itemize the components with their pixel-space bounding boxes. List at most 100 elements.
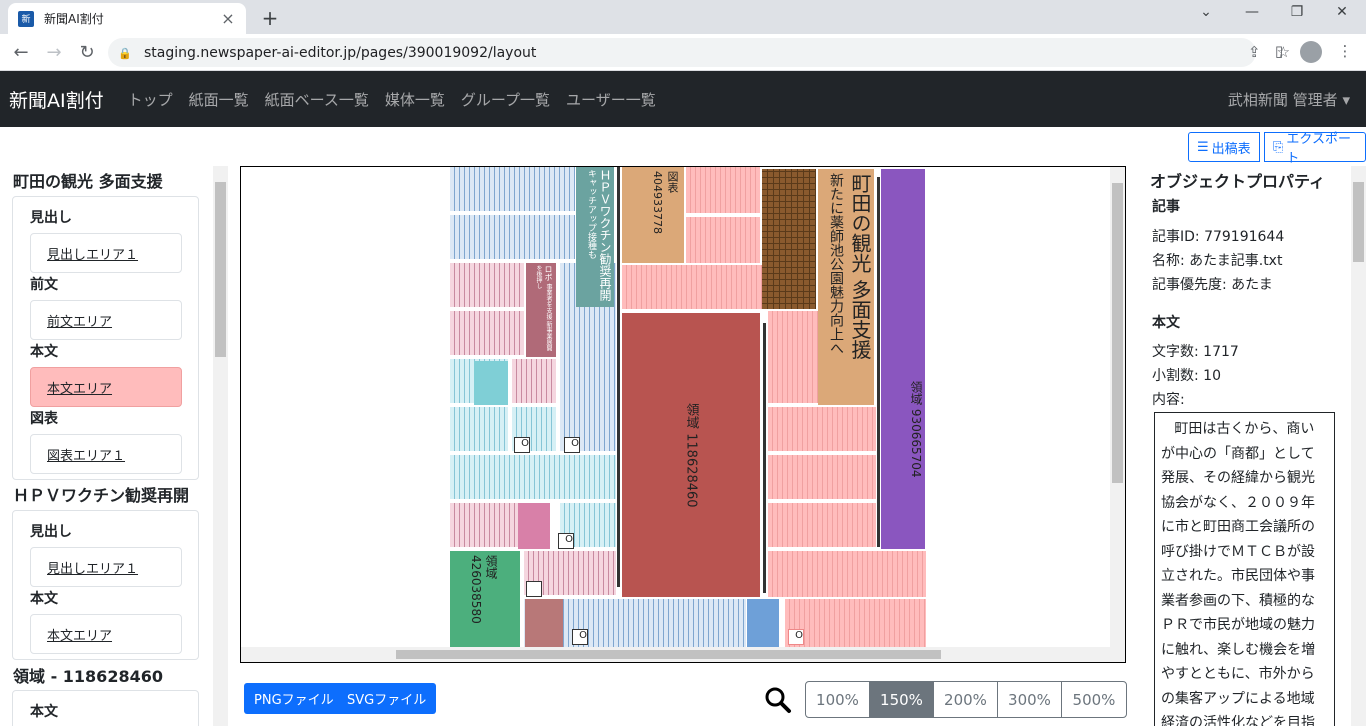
text-block[interactable] [768,407,876,451]
bookmark-star-icon[interactable]: ☆ [1276,43,1307,61]
section-label: 本文 [30,591,58,607]
region-purple[interactable]: 領域 930665704 [881,169,925,549]
group-card: 見出し 見出しエリア１ 本文 本文エリア [12,510,199,660]
group-card: 見出し 見出しエリア１ 前文 前文エリア 本文 本文エリア 図表 図表エリア１ [12,196,199,480]
photo-block[interactable] [762,169,816,309]
forward-icon[interactable]: → [46,42,62,63]
marker-box[interactable]: O [564,437,580,453]
photo-block[interactable] [518,503,550,549]
content-text[interactable]: 町田は古くから、商いが中心の「商都」として発展、その経緯から観光協会がなく、２０… [1154,412,1335,726]
list-icon: ☰ [1197,139,1209,155]
reload-icon[interactable]: ↻ [79,42,95,63]
marker-box[interactable]: O [514,437,530,453]
report-button[interactable]: ☰出稿表 [1188,132,1260,162]
area-button[interactable]: 本文エリア [30,614,182,654]
text-block[interactable] [450,407,508,451]
text-block[interactable] [768,551,926,597]
region-green[interactable]: 領域 426038580 [450,551,520,647]
url-field[interactable]: 🔒 staging.newspaper-ai-editor.jp/pages/3… [108,38,1290,67]
hpv-headline[interactable]: ＨＰＶワクチン勧奨再開キャッチアップ接種も [576,167,614,307]
left-scrollbar[interactable] [213,166,228,726]
marker-box[interactable]: O [558,533,574,549]
text-block[interactable] [450,455,616,499]
png-export-button[interactable]: PNGファイル [244,683,344,714]
nav-users[interactable]: ユーザー一覧 [566,90,656,109]
text-block[interactable] [686,167,760,213]
photo-block[interactable]: ロボ 事業者を支援 新事業展開を後押し [526,263,556,357]
search-icon [764,686,792,714]
section-label: 前文 [30,277,58,293]
text-block[interactable] [512,407,556,451]
text-block[interactable] [686,217,760,263]
text-block[interactable] [450,167,575,211]
zoom-150[interactable]: 150% [870,682,934,717]
section-label: 図表 [30,411,58,427]
favicon-icon: 新 [18,10,34,27]
area-button[interactable]: 図表エリア１ [30,434,182,474]
marker-box[interactable]: O [572,629,588,645]
photo-block[interactable] [525,599,563,647]
export-button[interactable]: ⎘エクスポート [1264,132,1366,166]
brand[interactable]: 新聞AI割付 [9,89,104,112]
tab-search-icon[interactable]: ⌄ [1200,4,1212,20]
group-title: 領域 - 118628460 [13,667,163,686]
area-button[interactable]: 見出しエリア１ [30,547,182,587]
right-scrollbar[interactable] [1351,166,1366,726]
scroll-thumb[interactable] [396,650,941,659]
nav-media[interactable]: 媒体一覧 [384,90,445,109]
share-icon[interactable]: ⇪ [1248,43,1277,61]
zoom-500[interactable]: 500% [1072,690,1116,709]
scroll-thumb[interactable] [1112,183,1123,483]
text-block[interactable] [768,455,876,499]
menu-dots-icon[interactable]: ⋮ [1337,42,1353,60]
back-icon[interactable]: ← [13,42,29,63]
text-block[interactable] [768,311,818,403]
new-tab-icon[interactable]: + [261,6,279,30]
area-button-selected[interactable]: 本文エリア [30,367,182,407]
text-block[interactable] [785,599,926,647]
text-block[interactable] [450,263,524,307]
marker-box[interactable] [526,581,542,597]
photo-block[interactable] [747,599,779,647]
close-window-icon[interactable]: ✕ [1336,4,1348,20]
photo-block[interactable] [474,361,508,405]
figure-block[interactable]: 図表 404933778 [622,167,684,263]
scroll-thumb[interactable] [1353,182,1364,262]
marker-box[interactable]: O [788,629,804,645]
text-block[interactable] [450,311,524,355]
profile-avatar[interactable] [1300,41,1322,63]
text-block[interactable] [622,265,762,309]
canvas-horizontal-scrollbar[interactable] [241,647,1125,662]
browser-tab[interactable]: 新 新聞AI割付 × [8,3,246,34]
nav-pages[interactable]: 紙面一覧 [188,90,249,109]
canvas-vertical-scrollbar[interactable] [1110,167,1125,647]
area-button[interactable]: 見出しエリア１ [30,233,182,273]
nav-top[interactable]: トップ [127,90,173,109]
section-label: 見出し [30,524,72,540]
zoom-200[interactable]: 200% [934,682,998,717]
close-tab-icon[interactable]: × [221,9,235,28]
text-block[interactable] [768,503,876,547]
nav-groups[interactable]: グループ一覧 [460,90,551,109]
scroll-thumb[interactable] [215,182,226,357]
text-block[interactable] [512,359,556,403]
file-export-icon: ⎘ [1273,139,1284,155]
zoom-selector: 100% 150% 200% 300% 500% [805,681,1127,718]
maximize-icon[interactable]: ❐ [1290,4,1304,20]
zoom-300[interactable]: 300% [998,682,1062,717]
region-center[interactable]: 領域 118628460 [622,313,760,597]
minimize-icon[interactable]: — [1245,4,1259,20]
svg-export-button[interactable]: SVGファイル [337,683,437,714]
text-block[interactable] [450,215,575,259]
user-menu[interactable]: 武相新聞 管理者 ▾ [1227,91,1350,109]
section-label: 見出し [30,210,72,226]
layout-canvas[interactable]: ロボ 事業者を支援 新事業展開を後押し ＨＰＶワクチン勧奨再開キャッチアップ接種… [240,166,1126,663]
article-heading: 記事 [1152,199,1180,215]
browser-tabstrip: 新 新聞AI割付 × + ⌄ — ❐ ✕ [0,0,1366,34]
main-headline[interactable]: 町田の観光 多面支援新たに薬師池公園魅力向上へ [818,169,874,405]
text-block[interactable] [450,503,518,547]
nav-page-bases[interactable]: 紙面ベース一覧 [264,90,369,109]
sidepanel-icon[interactable]: ▯ [1274,42,1284,60]
zoom-100[interactable]: 100% [806,682,870,717]
area-button[interactable]: 前文エリア [30,300,182,340]
